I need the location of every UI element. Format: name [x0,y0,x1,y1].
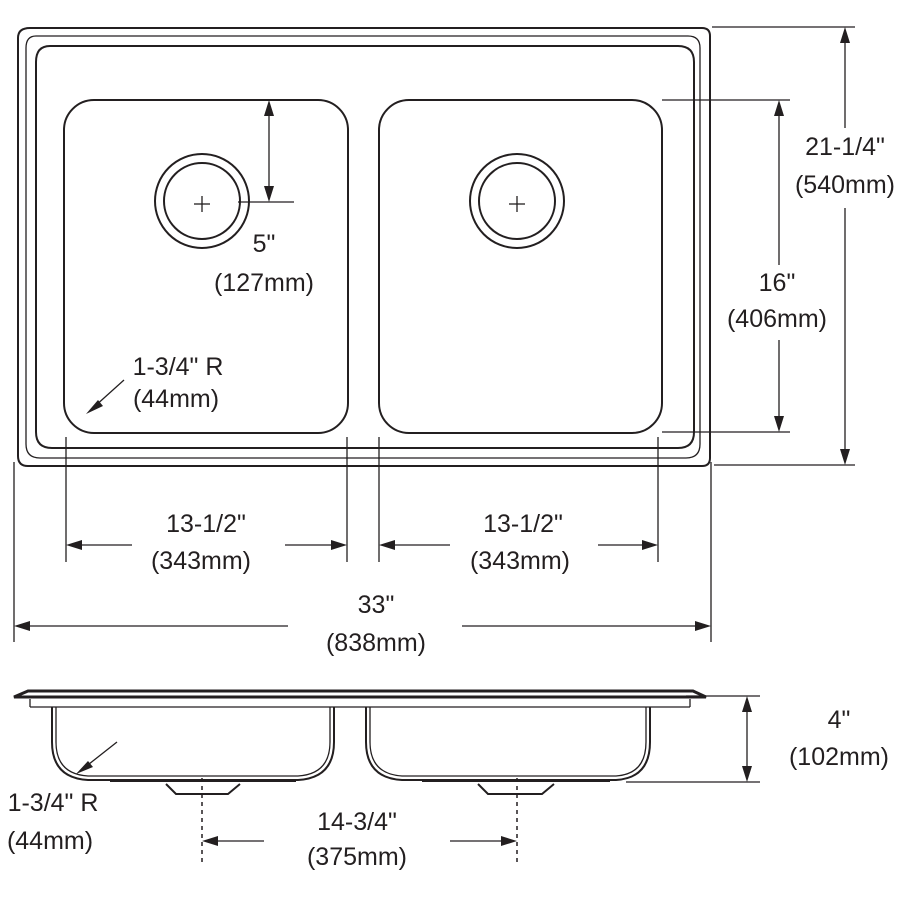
overall-width-metric-label: (838mm) [326,629,426,657]
side-view-left-bowl-inner [55,707,331,777]
right-bowl-width-metric-label: (343mm) [470,547,570,575]
drain-spacing-metric-label: (375mm) [307,843,407,871]
top-corner-radius-imperial-label: 1-3/4" R [133,353,224,381]
bowl-depth-arrow-down [774,416,784,432]
side-view-rim [13,689,707,699]
right-bowl-width-dimension: 13-1/2" (343mm) [378,437,659,575]
overall-width-dimension: 33" (838mm) [13,462,712,657]
right-drain-outer-ring [469,153,565,249]
top-corner-radius-metric-label: (44mm) [133,385,219,413]
left-drain [154,153,250,249]
sink-side-view [13,689,707,795]
overall-depth-dimension: 21-1/4" (540mm) [712,26,900,466]
side-corner-radius-imperial-label: 1-3/4" R [8,789,99,817]
side-view-left-drain [110,780,296,795]
right-drain-inner-ring [478,162,556,240]
left-drain-inner-ring [163,162,241,240]
bowl-depth-imperial-label: 16" [759,269,796,297]
drain-offset-imperial-label: 5" [253,230,276,258]
bowl-height-imperial-label: 4" [828,706,851,734]
left-bowl-width-imperial-label: 13-1/2" [166,510,246,538]
left-bowl-outline [63,99,349,434]
drain-spacing-dimension: 14-3/4" (375mm) [201,778,518,871]
left-bowl-width-arrow-right [331,540,347,550]
bowl-height-arrow-up [742,696,752,712]
drain-spacing-imperial-label: 14-3/4" [317,808,397,836]
left-bowl-width-dimension: 13-1/2" (343mm) [65,437,348,575]
right-bowl-width-arrow-left [379,540,395,550]
right-bowl-outline [378,99,663,434]
drain-offset-dimension: 5" (127mm) [214,100,314,297]
bowl-height-metric-label: (102mm) [789,743,889,771]
bowl-depth-metric-label: (406mm) [727,305,827,333]
sink-outer-rim [17,27,711,467]
bowl-height-dimension: 4" (102mm) [626,695,889,783]
bowl-height-arrow-down [742,766,752,782]
overall-depth-arrow-down [840,449,850,465]
drain-offset-metric-label: (127mm) [214,269,314,297]
side-view-right-bowl-inner [369,707,647,777]
side-corner-radius-arrow [76,761,93,774]
right-bowl-width-arrow-right [642,540,658,550]
sink-rim-bevel [25,35,701,459]
overall-width-arrow-right [695,621,711,631]
side-view-right-bowl [365,707,651,781]
top-corner-radius-dimension: 1-3/4" R (44mm) [86,353,223,414]
drain-offset-arrow-down [264,186,274,202]
left-bowl-width-arrow-left [66,540,82,550]
overall-depth-imperial-label: 21-1/4" [805,133,885,161]
right-drain [469,153,565,249]
left-bowl-width-metric-label: (343mm) [151,547,251,575]
overall-width-arrow-left [14,621,30,631]
top-corner-radius-arrow [86,400,103,414]
sink-top-view [17,27,711,467]
bowl-depth-dimension: 16" (406mm) [662,99,827,433]
bowl-depth-arrow-up [774,100,784,116]
sink-deck-edge [35,45,695,449]
side-view-right-drain [422,780,610,795]
drain-offset-arrow-up [264,100,274,116]
overall-depth-arrow-up [840,27,850,43]
overall-depth-metric-label: (540mm) [795,171,895,199]
side-corner-radius-metric-label: (44mm) [7,827,93,855]
overall-depth-label-mask [785,128,900,208]
drain-spacing-arrow-left [202,836,218,846]
right-bowl-width-imperial-label: 13-1/2" [483,510,563,538]
side-view-left-bowl [51,707,335,781]
overall-width-imperial-label: 33" [358,591,395,619]
drain-spacing-arrow-right [501,836,517,846]
side-corner-radius-dimension: 1-3/4" R (44mm) [7,741,118,855]
left-drain-outer-ring [154,153,250,249]
